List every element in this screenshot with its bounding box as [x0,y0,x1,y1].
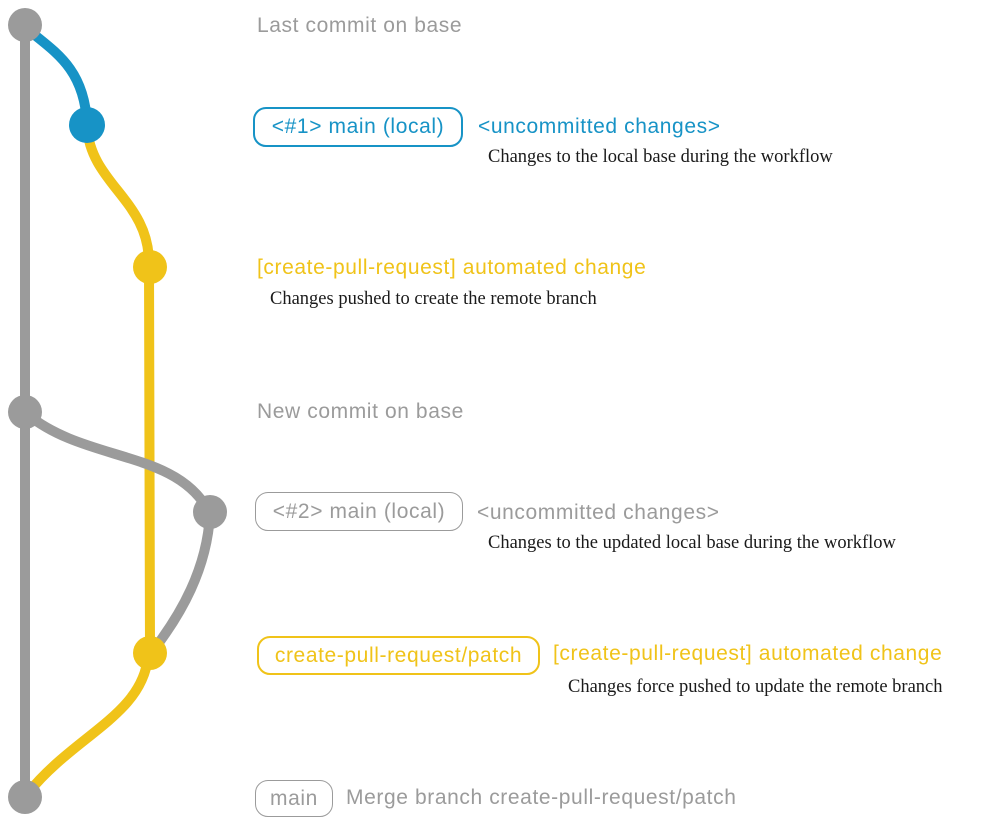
label-uncommitted-changes-2: <uncommitted changes> [477,501,720,524]
description-pushed-to-create: Changes pushed to create the remote bran… [270,289,597,309]
label-uncommitted-changes-1: <uncommitted changes> [478,115,721,138]
label-automated-change-2: [create-pull-request] automated change [553,642,943,665]
branch-badge-main-local-1: <#1> main (local) [253,107,463,147]
rebase-curve [150,509,215,653]
remote-branch-line [144,260,155,658]
commit-dot-last-base [8,8,42,42]
local-branch-curve-2 [22,409,213,515]
branch-badge-create-pull-request-patch: create-pull-request/patch [257,636,540,675]
commit-dot-pushed [133,250,167,284]
commit-dot-local-2 [193,495,227,529]
description-force-pushed-to-update: Changes force pushed to update the remot… [568,677,943,697]
description-local-base-changes: Changes to the local base during the wor… [488,147,833,167]
remote-branch-merge-curve [23,652,153,798]
branch-badge-main: main [255,780,333,817]
local-branch-curve-1 [21,23,92,128]
commit-dot-force-pushed [133,636,167,670]
commit-dot-merge [8,780,42,814]
label-automated-change-1: [create-pull-request] automated change [257,256,647,279]
label-merge-branch: Merge branch create-pull-request/patch [346,786,737,809]
commit-dot-local-1 [69,107,105,143]
description-updated-local-base-changes: Changes to the updated local base during… [488,533,896,553]
label-last-commit-on-base: Last commit on base [257,14,463,37]
remote-branch-curve-1 [82,122,155,270]
label-new-commit-on-base: New commit on base [257,400,464,423]
branch-badge-main-local-2: <#2> main (local) [255,492,463,531]
commit-dot-new-base [8,395,42,429]
